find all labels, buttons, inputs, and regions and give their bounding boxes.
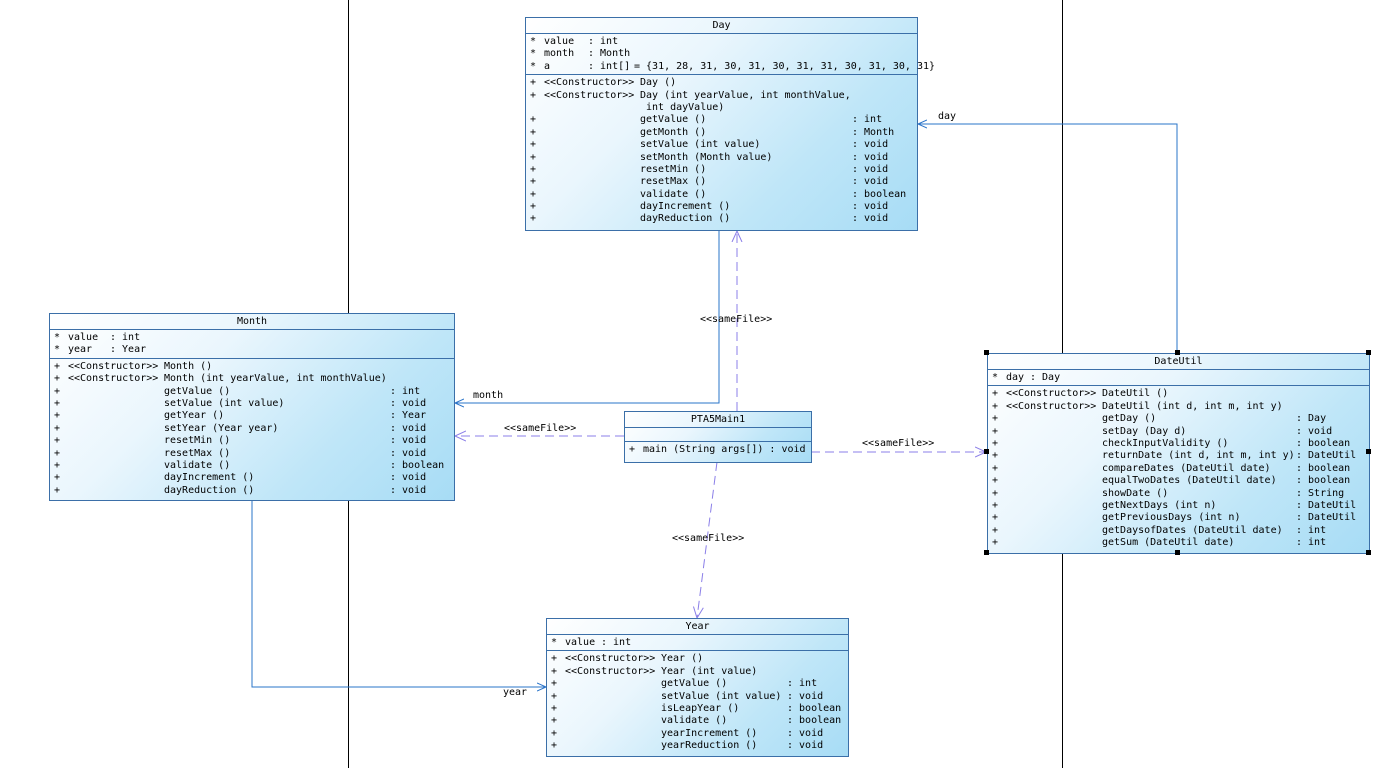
- operation-row: +validate (): boolean: [54, 459, 445, 471]
- association-label-month: month: [473, 390, 504, 401]
- operation-row: +setValue (int value): void: [54, 397, 427, 409]
- operation-row: +setValue (int value): void: [530, 139, 889, 151]
- operations-section: +<<Constructor>>Year () +<<Constructor>>…: [547, 651, 848, 753]
- attributes-section: [625, 428, 811, 442]
- resize-handle[interactable]: [984, 350, 989, 355]
- operation-row: +getMonth (): Month: [530, 126, 895, 138]
- attribute-row: *a: int[]= {31, 28, 31, 30, 31, 30, 31, …: [530, 60, 936, 72]
- dependency-label-samefile: <<sameFile>>: [862, 438, 935, 449]
- operation-row: +getDay (): Day: [992, 413, 1327, 425]
- operation-row: +getSum (DateUtil date): int: [992, 537, 1327, 549]
- operation-row: +yearIncrement (): void: [551, 727, 824, 739]
- operation-row: +<<Constructor>>Month (): [54, 360, 213, 372]
- class-name: Year: [547, 619, 848, 635]
- class-name: Month: [50, 314, 454, 330]
- operation-row: +dayReduction (): void: [54, 484, 427, 496]
- association-day-month[interactable]: [455, 231, 720, 403]
- operation-row: +getYear (): Year: [54, 410, 427, 422]
- resize-handle[interactable]: [984, 550, 989, 555]
- resize-handle[interactable]: [1366, 350, 1371, 355]
- operation-row: +resetMax (): void: [54, 447, 427, 459]
- operation-row: +getValue (): int: [54, 385, 421, 397]
- operations-section: +<<Constructor>>DateUtil () +<<Construct…: [988, 386, 1369, 550]
- operation-row: +showDate (): String: [992, 487, 1345, 499]
- operation-row: +getPreviousDays (int n): DateUtil: [992, 512, 1357, 524]
- attribute-row: *value: int: [54, 332, 141, 343]
- class-dateutil[interactable]: DateUtil *day: Day +<<Constructor>>DateU…: [987, 353, 1370, 554]
- association-label-day: day: [938, 111, 957, 122]
- operation-row: +yearReduction (): void: [551, 740, 824, 752]
- class-name: PTA5Main1: [625, 412, 811, 428]
- operation-row: +getValue (): int: [551, 678, 818, 690]
- attribute-row: *year: Year: [54, 344, 147, 356]
- association-month-year[interactable]: [251, 500, 546, 687]
- operation-row: +returnDate (int d, int m, int y): DateU…: [992, 450, 1357, 462]
- resize-handle[interactable]: [984, 449, 989, 454]
- dependency-label-samefile: <<sameFile>>: [700, 314, 773, 325]
- attributes-section: *value: int: [547, 635, 848, 652]
- association-dateutil-day[interactable]: [918, 124, 1178, 353]
- operation-row: +compareDates (DateUtil date): boolean: [992, 462, 1351, 474]
- operation-row: +setMonth (Month value): void: [530, 151, 889, 163]
- operation-row: +<<Constructor>>Day (int yearValue, int …: [530, 89, 851, 101]
- operation-row: +setDay (Day d): void: [992, 425, 1333, 437]
- operation-row: +resetMin (): void: [54, 435, 427, 447]
- operation-row: +<<Constructor>>Year (int value): [551, 665, 758, 677]
- operation-row: +setValue (int value): void: [551, 690, 824, 702]
- operation-row: +<<Constructor>>Year (): [551, 653, 704, 665]
- operation-row: +<<Constructor>>DateUtil (): [992, 388, 1169, 400]
- operation-row: +resetMin (): void: [530, 163, 889, 175]
- dependency-label-samefile: <<sameFile>>: [504, 423, 577, 434]
- operation-row: +dayIncrement (): void: [54, 472, 427, 484]
- attributes-section: *value: int *year: Year: [50, 330, 454, 359]
- class-name: Day: [526, 18, 917, 34]
- operation-row: +getDaysofDates (DateUtil date): int: [992, 524, 1327, 536]
- operation-row: +<<Constructor>>DateUtil (int d, int m, …: [992, 400, 1283, 412]
- operations-section: +<<Constructor>>Day () +<<Constructor>>D…: [526, 75, 917, 227]
- resize-handle[interactable]: [1175, 350, 1180, 355]
- operation-row: +dayReduction (): void: [530, 213, 889, 225]
- operation-row: +dayIncrement (): void: [530, 201, 889, 213]
- class-pta5main1[interactable]: PTA5Main1 +main (String args[]) : void: [624, 411, 812, 463]
- class-day[interactable]: Day *value: int *month: Month *a: int[]=…: [525, 17, 936, 231]
- dependency-main-year[interactable]: [697, 461, 718, 618]
- operations-section: +<<Constructor>>Month () +<<Constructor>…: [50, 359, 454, 498]
- class-name: DateUtil: [988, 354, 1369, 370]
- operation-row: +<<Constructor>>Day (): [530, 77, 677, 89]
- operation-row: +isLeapYear (): boolean: [551, 702, 842, 714]
- attribute-row: *day: Day: [992, 372, 1061, 383]
- operation-row: +main (String args[]) : void: [629, 444, 806, 455]
- resize-handle[interactable]: [1175, 550, 1180, 555]
- attribute-row: *value: int: [551, 637, 632, 648]
- resize-handle[interactable]: [1366, 449, 1371, 454]
- resize-handle[interactable]: [1366, 550, 1371, 555]
- attribute-row: *value: int: [530, 36, 619, 47]
- operation-row: int dayValue): [640, 101, 725, 113]
- operation-row: +setYear (Year year): void: [54, 422, 427, 434]
- operations-section: +main (String args[]) : void: [625, 442, 811, 457]
- operation-row: +getValue (): int: [530, 114, 883, 126]
- dependency-label-samefile: <<sameFile>>: [672, 533, 745, 544]
- operation-row: +checkInputValidity (): boolean: [992, 437, 1351, 449]
- operation-row: +<<Constructor>>Month (int yearValue, in…: [54, 373, 387, 385]
- operation-row: +validate (): boolean: [551, 715, 842, 727]
- attributes-section: *day: Day: [988, 370, 1369, 387]
- operation-row: +resetMax (): void: [530, 176, 889, 188]
- operation-row: +getNextDays (int n): DateUtil: [992, 499, 1357, 511]
- association-label-year: year: [503, 687, 528, 698]
- class-year[interactable]: Year *value: int +<<Constructor>>Year ()…: [546, 618, 849, 757]
- class-month[interactable]: Month *value: int *year: Year +<<Constru…: [49, 313, 455, 501]
- attribute-row: *month: Month: [530, 48, 631, 60]
- attributes-section: *value: int *month: Month *a: int[]= {31…: [526, 34, 936, 76]
- operation-row: +validate (): boolean: [530, 188, 907, 200]
- operation-row: +equalTwoDates (DateUtil date): boolean: [992, 475, 1351, 487]
